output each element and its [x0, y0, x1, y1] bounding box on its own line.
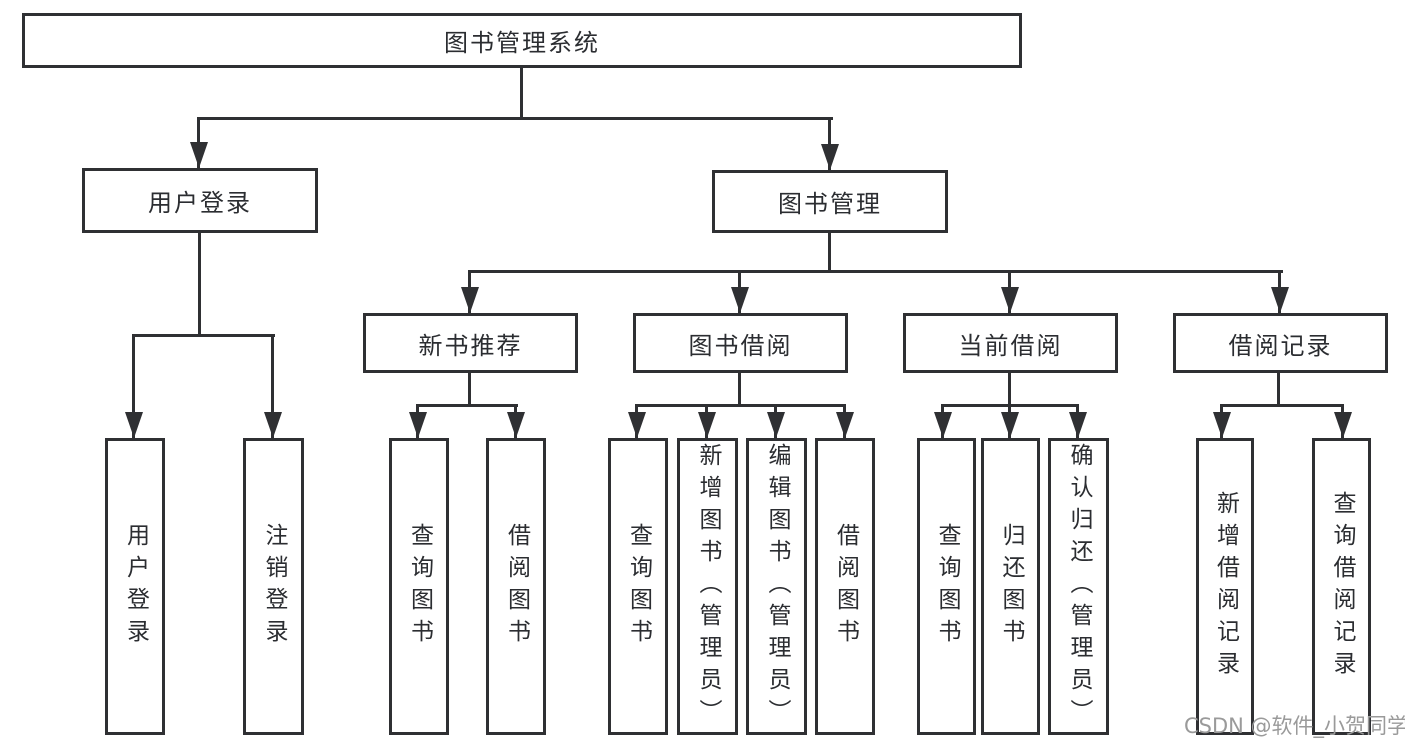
node-label: 新增图书（管理员） [695, 442, 721, 731]
leaf-edit-book-admin: 编辑图书（管理员） [746, 438, 807, 735]
watermark: CSDN @软件_小贺同学 [1184, 714, 1405, 738]
node-label: 查询图书 [934, 522, 960, 651]
node-label: 图书管理 [778, 190, 882, 218]
connector-line [133, 334, 275, 337]
connector-line [417, 404, 518, 407]
node-label: 图书借阅 [688, 331, 793, 360]
connector-line [1008, 371, 1011, 407]
node-label: 借阅图书 [503, 522, 530, 651]
arrow-down-icon [828, 117, 831, 170]
arrow-down-icon [271, 334, 274, 438]
connector-line [468, 270, 1283, 273]
leaf-borrow-book-2: 借阅图书 [815, 438, 875, 735]
leaf-user-login: 用户登录 [105, 438, 165, 735]
node-label: 借阅图书 [832, 522, 859, 651]
arrow-down-icon [941, 404, 944, 438]
arrow-down-icon [705, 404, 708, 438]
connector-line [738, 371, 741, 407]
arrow-down-icon [132, 334, 135, 438]
leaf-return-book: 归还图书 [981, 438, 1040, 735]
leaf-query-book-3: 查询图书 [917, 438, 976, 735]
arrow-down-icon [635, 404, 638, 438]
node-label: 查询图书 [406, 522, 433, 651]
arrow-down-icon [1076, 404, 1079, 438]
node-label: 新书推荐 [418, 331, 523, 360]
node-borrow-records: 借阅记录 [1173, 313, 1388, 373]
leaf-borrow-book: 借阅图书 [486, 438, 546, 735]
node-label: 确认归还（管理员） [1066, 442, 1092, 731]
connector-line [828, 231, 831, 273]
arrow-down-icon [1008, 270, 1011, 313]
leaf-add-borrow-record: 新增借阅记录 [1196, 438, 1254, 735]
leaf-add-book-admin: 新增图书（管理员） [677, 438, 738, 735]
node-label: 新增借阅记录 [1212, 490, 1239, 683]
node-label: 注销登录 [261, 522, 287, 651]
node-label: 归还图书 [998, 522, 1024, 651]
connector-line [198, 231, 201, 337]
node-label: 借阅记录 [1228, 331, 1333, 360]
node-book-borrow: 图书借阅 [633, 313, 848, 373]
node-label: 当前借阅 [958, 331, 1063, 360]
connector-line [468, 371, 471, 407]
arrow-down-icon [1220, 404, 1223, 438]
leaf-confirm-return-admin: 确认归还（管理员） [1048, 438, 1109, 735]
leaf-query-borrow-record: 查询借阅记录 [1312, 438, 1371, 735]
connector-line [636, 404, 846, 407]
arrow-down-icon [1008, 404, 1011, 438]
node-label: 图书管理系统 [444, 29, 600, 57]
node-label: 查询图书 [625, 522, 652, 651]
leaf-logout: 注销登录 [243, 438, 304, 735]
node-label: 编辑图书（管理员） [764, 442, 790, 731]
node-current-borrow: 当前借阅 [903, 313, 1118, 373]
arrow-down-icon [774, 404, 777, 438]
connector-line [197, 117, 833, 120]
arrow-down-icon [738, 270, 741, 313]
arrow-down-icon [1341, 404, 1344, 438]
arrow-down-icon [416, 404, 419, 438]
node-user-login: 用户登录 [82, 168, 318, 233]
leaf-query-book: 查询图书 [389, 438, 449, 735]
arrow-down-icon [843, 404, 846, 438]
node-label: 用户登录 [122, 522, 149, 651]
node-book-management: 图书管理 [712, 170, 948, 233]
node-label: 用户登录 [148, 189, 252, 217]
arrow-down-icon [514, 404, 517, 438]
arrow-down-icon [1278, 270, 1281, 313]
connector-line [520, 66, 523, 119]
node-label: 查询借阅记录 [1329, 490, 1355, 683]
node-new-book-recommend: 新书推荐 [363, 313, 578, 373]
arrow-down-icon [468, 270, 471, 313]
connector-line [1277, 371, 1280, 407]
node-library-system: 图书管理系统 [22, 13, 1022, 68]
connector-line [1221, 404, 1344, 407]
leaf-query-book-2: 查询图书 [608, 438, 668, 735]
arrow-down-icon [197, 117, 200, 168]
